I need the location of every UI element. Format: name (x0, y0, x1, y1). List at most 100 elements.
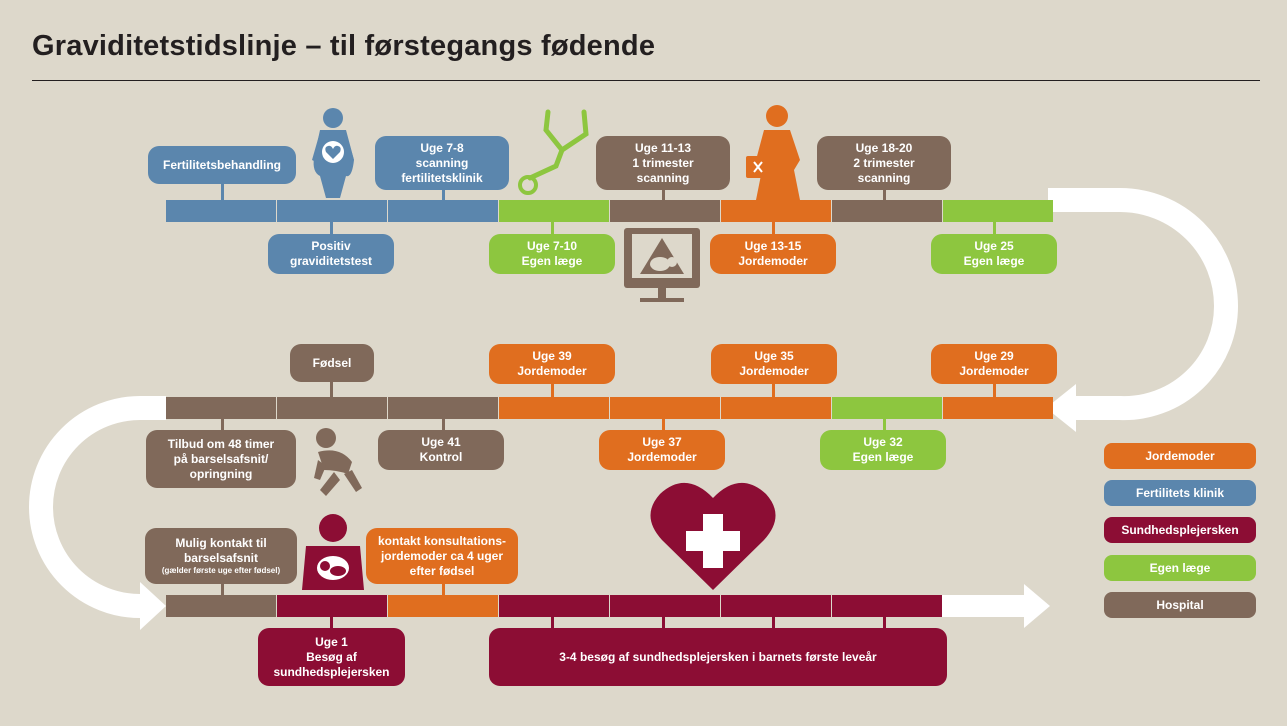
milestone-box: Uge 35 Jordemoder (711, 344, 837, 384)
flow-arrow-right-turn (1048, 188, 1239, 421)
milestone-text: Uge 7-10 Egen læge (521, 239, 583, 268)
heart-cross-icon (650, 482, 776, 590)
milestone-text: Positiv graviditetstest (289, 239, 373, 268)
timeline-segment (499, 595, 609, 617)
milestone-connector (330, 617, 333, 628)
milestone-box: Uge 39 Jordemoder (489, 344, 615, 384)
milestone-box: Positiv graviditetstest (268, 234, 394, 274)
milestone-box: Uge 7-8 scanning fertilitetsklinik (375, 136, 509, 190)
milestone-box: Uge 25 Egen læge (931, 234, 1057, 274)
milestone-text: Uge 37 Jordemoder (627, 435, 697, 464)
milestone-text: Uge 11-13 1 trimester scanning (632, 140, 694, 185)
midwife-icon (746, 105, 800, 202)
milestone-text: kontakt konsultations- jordemoder ca 4 u… (377, 533, 506, 578)
timeline-segment (832, 397, 942, 419)
milestone-box: Tilbud om 48 timer på barselsafsnit/ opr… (146, 430, 296, 488)
milestone-connector (330, 382, 333, 397)
milestone-text: Uge 29 Jordemoder (959, 349, 1029, 378)
milestone-box: Uge 1 Besøg af sundhedsplejersken (258, 628, 405, 686)
milestone-connector (993, 384, 996, 397)
milestone-box: 3-4 besøg af sundhedsplejersken i barnet… (489, 628, 947, 686)
flow-arrow-right-turn-head (1046, 384, 1076, 432)
baby-icon (314, 428, 362, 496)
mother-baby-icon (302, 514, 364, 590)
milestone-connector (662, 190, 665, 200)
milestone-box: Fødsel (290, 344, 374, 382)
milestone-box: Uge 18-20 2 trimester scanning (817, 136, 951, 190)
milestone-connector (551, 222, 554, 234)
milestone-text: Uge 32 Egen læge (852, 435, 914, 464)
milestone-text: Tilbud om 48 timer på barselsafsnit/ opr… (167, 436, 275, 481)
flow-arrow-end-head (1024, 584, 1050, 628)
title-divider (32, 80, 1260, 81)
milestone-box: Uge 13-15 Jordemoder (710, 234, 836, 274)
milestone-text: Uge 39 Jordemoder (517, 349, 587, 378)
milestone-connector (330, 222, 333, 234)
milestone-connector (442, 419, 445, 430)
milestone-connector (221, 584, 224, 595)
milestone-box: Uge 32 Egen læge (820, 430, 946, 470)
milestone-text: Fødsel (312, 355, 352, 370)
timeline-segment (610, 200, 720, 222)
milestone-box: Uge 37 Jordemoder (599, 430, 725, 470)
milestone-text: Uge 18-20 2 trimester scanning (853, 140, 915, 185)
milestone-box: Uge 7-10 Egen læge (489, 234, 615, 274)
milestone-text: 3-4 besøg af sundhedsplejersken i barnet… (559, 649, 877, 664)
milestone-connector (772, 617, 775, 628)
timeline-segment (943, 200, 1053, 222)
timeline-segment (610, 397, 720, 419)
milestone-box: Uge 11-13 1 trimester scanning (596, 136, 730, 190)
milestone-connector (442, 190, 445, 200)
page-title: Graviditetstidslinje – til førstegangs f… (32, 30, 656, 62)
timeline-segment (721, 397, 831, 419)
milestone-text: Uge 25 Egen læge (963, 239, 1025, 268)
legend-item: Hospital (1104, 592, 1256, 618)
milestone-text: Uge 35 Jordemoder (739, 349, 809, 378)
milestone-text: Fertilitetsbehandling (162, 157, 281, 172)
milestone-connector (221, 184, 224, 200)
timeline-segment (499, 200, 609, 222)
milestone-connector (993, 222, 996, 234)
timeline-segment (388, 595, 498, 617)
flow-arrow-left-turn (28, 396, 166, 618)
flow-arrow-left-turn-head (140, 582, 166, 630)
milestone-text: Uge 1 Besøg af sundhedsplejersken (273, 634, 390, 679)
legend-item: Jordemoder (1104, 443, 1256, 469)
timeline-segment (166, 397, 276, 419)
stethoscope-icon (518, 109, 589, 195)
milestone-connector (551, 384, 554, 397)
milestone-connector (551, 617, 554, 628)
timeline-segment (277, 595, 387, 617)
milestone-connector (883, 617, 886, 628)
legend-item: Fertilitets klinik (1104, 480, 1256, 506)
pregnant-woman-icon (312, 108, 354, 198)
milestone-connector (662, 419, 665, 430)
timeline-segment (499, 397, 609, 419)
legend-item: Sundhedsplejersken (1104, 517, 1256, 543)
timeline-segment (610, 595, 720, 617)
timeline-segment (388, 397, 498, 419)
milestone-text: Uge 13-15 Jordemoder (738, 239, 808, 268)
timeline-segment (832, 200, 942, 222)
flow-arrow-end-body (938, 595, 1026, 617)
milestone-connector (221, 419, 224, 430)
milestone-text: Uge 7-8 scanning fertilitetsklinik (401, 140, 483, 185)
milestone-connector (662, 617, 665, 628)
milestone-box: Mulig kontakt til barselsafsnit(gælder f… (145, 528, 297, 584)
timeline-segment (166, 595, 276, 617)
milestone-box: kontakt konsultations- jordemoder ca 4 u… (366, 528, 518, 584)
timeline-segment (277, 397, 387, 419)
timeline-segment (166, 200, 276, 222)
milestone-note: (gælder første uge efter fødsel) (161, 566, 281, 575)
timeline-segment (721, 200, 831, 222)
milestone-box: Uge 29 Jordemoder (931, 344, 1057, 384)
milestone-box: Fertilitetsbehandling (148, 146, 296, 184)
milestone-connector (442, 584, 445, 595)
milestone-connector (883, 190, 886, 200)
timeline-segment (388, 200, 498, 222)
milestone-text: Mulig kontakt til barselsafsnit (175, 536, 267, 565)
timeline-segment (277, 200, 387, 222)
legend-item: Egen læge (1104, 555, 1256, 581)
